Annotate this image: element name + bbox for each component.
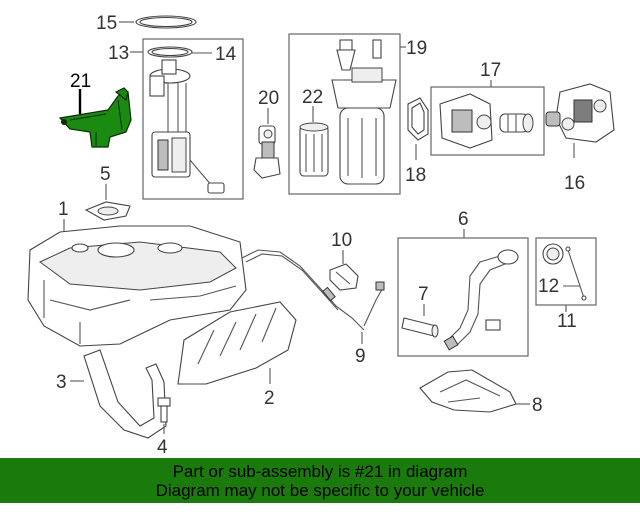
part-6-filler-tube[interactable] xyxy=(443,249,519,351)
callout-18[interactable]: 18 xyxy=(405,165,426,186)
part-22-filter-cartridge[interactable] xyxy=(299,122,329,177)
callout-12[interactable]: 12 xyxy=(538,276,559,297)
fuel-pump-module[interactable] xyxy=(149,59,225,194)
callout-20[interactable]: 20 xyxy=(258,88,279,109)
callout-13[interactable]: 13 xyxy=(108,43,129,64)
callout-16[interactable]: 16 xyxy=(564,173,585,194)
callout-17[interactable]: 17 xyxy=(480,60,501,81)
callout-2[interactable]: 2 xyxy=(264,388,275,409)
callout-7[interactable]: 7 xyxy=(418,284,429,305)
part-4-bolt[interactable] xyxy=(157,397,171,423)
callout-8[interactable]: 8 xyxy=(532,395,543,416)
part-8-skid-plate[interactable] xyxy=(419,369,517,413)
callout-1[interactable]: 1 xyxy=(58,199,69,220)
banner-line-1: Part or sub-assembly is #21 in diagram xyxy=(172,461,468,481)
callout-3[interactable]: 3 xyxy=(56,372,67,393)
part-18-gasket[interactable] xyxy=(407,97,429,141)
pump-box xyxy=(430,86,545,156)
part-15-fuel-pump-seal[interactable] xyxy=(135,15,197,29)
info-banner: Part or sub-assembly is #21 in diagram D… xyxy=(0,458,640,503)
part-7-hose[interactable] xyxy=(401,317,439,338)
fuel-filter-box xyxy=(288,33,401,195)
callout-5[interactable]: 5 xyxy=(100,164,111,185)
callout-6[interactable]: 6 xyxy=(458,209,469,230)
banner-line-2: Diagram may not be specific to your vehi… xyxy=(155,480,485,500)
part-10-clip[interactable] xyxy=(329,263,359,291)
callout-4[interactable]: 4 xyxy=(157,437,168,458)
part-3-tank-strap[interactable] xyxy=(83,349,167,439)
fuel-cap[interactable] xyxy=(542,243,564,265)
callout-14[interactable]: 14 xyxy=(215,44,237,65)
fuel-filter-assembly[interactable] xyxy=(331,39,397,185)
callout-19[interactable]: 19 xyxy=(406,38,427,59)
callout-21[interactable]: 21 xyxy=(70,71,91,92)
part-14-lock-ring[interactable] xyxy=(147,46,193,58)
part-12-cap-tether[interactable] xyxy=(565,246,587,301)
callout-15[interactable]: 15 xyxy=(96,13,117,34)
filler-tube-box xyxy=(397,237,529,357)
part-17-fuel-pump[interactable] xyxy=(439,93,534,149)
part-1-fuel-tank[interactable] xyxy=(27,225,247,347)
part-5-cover-plate[interactable] xyxy=(84,201,131,221)
callout-10[interactable]: 10 xyxy=(331,230,352,251)
part-2-heat-shield[interactable] xyxy=(177,301,297,385)
callout-22[interactable]: 22 xyxy=(302,87,323,108)
callout-9[interactable]: 9 xyxy=(355,346,366,367)
fuel-system-diagram: 15 13 14 xyxy=(27,13,615,458)
part-9-vapor-line[interactable] xyxy=(241,249,385,331)
part-21-highlighted-bracket[interactable] xyxy=(58,87,132,148)
part-20-valve[interactable] xyxy=(253,125,281,179)
fuel-pump-module-box xyxy=(142,38,244,200)
part-16-high-pressure-pump[interactable] xyxy=(545,83,615,143)
callout-11[interactable]: 11 xyxy=(557,311,577,332)
